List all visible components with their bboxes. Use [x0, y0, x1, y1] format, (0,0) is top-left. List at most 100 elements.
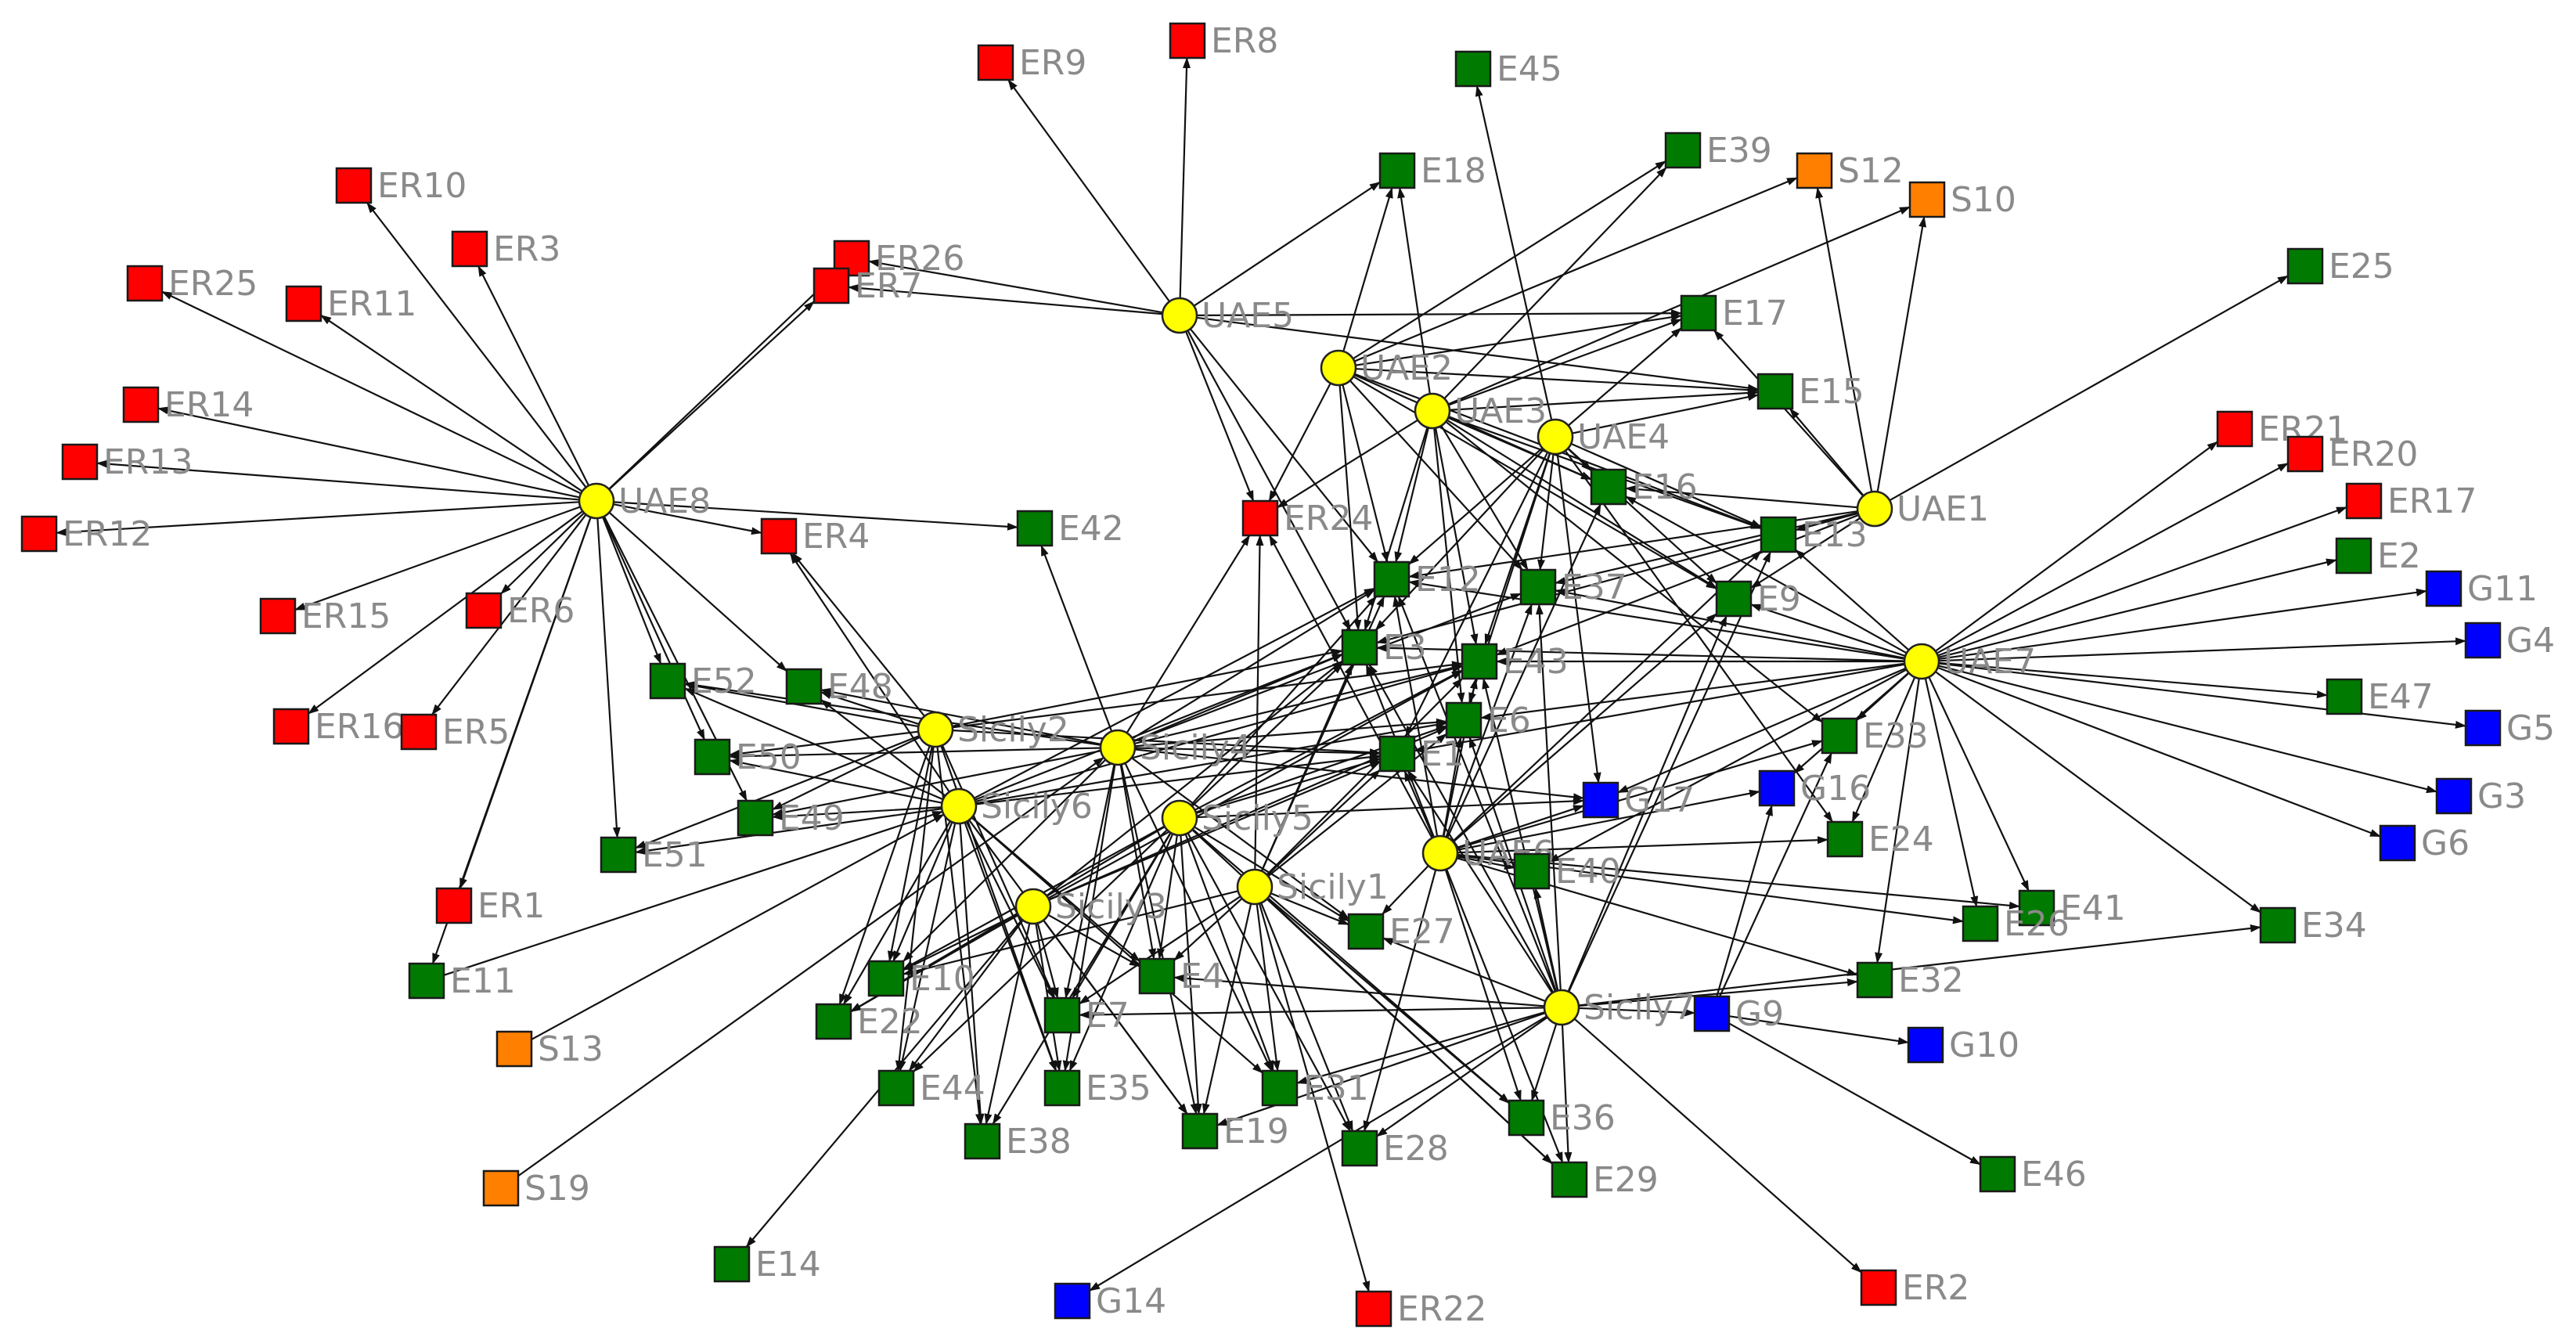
e-square-marker[interactable] — [1181, 1112, 1219, 1150]
node-S13[interactable]: S13 — [495, 1029, 603, 1069]
e-square-marker[interactable] — [1756, 373, 1794, 410]
er-square-marker[interactable] — [285, 285, 322, 322]
node-ER9[interactable]: ER9 — [977, 43, 1086, 83]
er-square-marker[interactable] — [122, 386, 160, 423]
node-E25[interactable]: E25 — [2286, 247, 2394, 286]
e-square-marker[interactable] — [1341, 1130, 1378, 1167]
er-square-marker[interactable] — [2286, 435, 2324, 473]
node-Sicily7[interactable]: Sicily7 — [1543, 988, 1695, 1028]
er-square-marker[interactable] — [451, 230, 488, 268]
e-square-marker[interactable] — [1856, 961, 1893, 999]
node-E33[interactable]: E33 — [1821, 716, 1929, 756]
node-E41[interactable]: E41 — [2018, 888, 2126, 928]
g-square-marker[interactable] — [2435, 777, 2473, 815]
e-square-marker[interactable] — [1347, 913, 1385, 950]
node-S12[interactable]: S12 — [1796, 151, 1904, 191]
hub-marker[interactable] — [1537, 418, 1574, 456]
node-E11[interactable]: E11 — [408, 961, 516, 1001]
node-E12[interactable]: E12 — [1373, 560, 1481, 600]
node-E28[interactable]: E28 — [1341, 1129, 1449, 1169]
node-G6[interactable]: G6 — [2379, 823, 2470, 863]
e-square-marker[interactable] — [1138, 957, 1176, 995]
e-square-marker[interactable] — [1043, 996, 1081, 1034]
e-square-marker[interactable] — [2018, 889, 2055, 927]
node-Sicily5[interactable]: Sicily5 — [1161, 798, 1313, 838]
node-E2[interactable]: E2 — [2335, 536, 2421, 576]
er-square-marker[interactable] — [259, 597, 297, 635]
hub-marker[interactable] — [1161, 297, 1198, 334]
hub-marker[interactable] — [1099, 729, 1137, 766]
node-G14[interactable]: G14 — [1054, 1281, 1166, 1321]
node-ER12[interactable]: ER12 — [20, 514, 152, 554]
e-square-marker[interactable] — [1680, 294, 1717, 332]
node-ER14[interactable]: ER14 — [122, 385, 254, 425]
node-E26[interactable]: E26 — [1962, 904, 2070, 944]
hub-marker[interactable] — [940, 787, 978, 825]
er-square-marker[interactable] — [1169, 22, 1206, 59]
node-ER4[interactable]: ER4 — [760, 517, 870, 557]
node-E6[interactable]: E6 — [1445, 701, 1531, 740]
er-square-marker[interactable] — [465, 592, 503, 629]
node-E19[interactable]: E19 — [1181, 1112, 1289, 1151]
node-E43[interactable]: E43 — [1461, 642, 1569, 682]
node-E29[interactable]: E29 — [1551, 1160, 1659, 1200]
e-square-marker[interactable] — [2259, 906, 2297, 944]
node-E39[interactable]: E39 — [1664, 131, 1772, 171]
g-square-marker[interactable] — [1054, 1282, 1091, 1320]
node-E44[interactable]: E44 — [877, 1068, 985, 1108]
node-G16[interactable]: G16 — [1758, 769, 1871, 809]
node-G9[interactable]: G9 — [1693, 994, 1784, 1034]
e-square-marker[interactable] — [1373, 560, 1410, 598]
node-ER24[interactable]: ER24 — [1241, 499, 1373, 539]
e-square-marker[interactable] — [877, 1069, 915, 1107]
hub-marker[interactable] — [917, 711, 954, 748]
node-G17[interactable]: G17 — [1582, 780, 1695, 820]
g-square-marker[interactable] — [2464, 622, 2502, 659]
node-G5[interactable]: G5 — [2464, 708, 2555, 748]
node-ER13[interactable]: ER13 — [61, 442, 193, 482]
node-E17[interactable]: E17 — [1680, 294, 1788, 333]
node-ER3[interactable]: ER3 — [451, 229, 560, 269]
hub-marker[interactable] — [1014, 888, 1052, 925]
node-G10[interactable]: G10 — [1907, 1025, 2019, 1065]
node-ER2[interactable]: ER2 — [1860, 1268, 1969, 1308]
e-square-marker[interactable] — [1378, 152, 1416, 189]
node-E35[interactable]: E35 — [1043, 1068, 1151, 1108]
node-E40[interactable]: E40 — [1513, 852, 1621, 892]
er-square-marker[interactable] — [126, 265, 164, 302]
e-square-marker[interactable] — [1454, 50, 1492, 88]
node-E34[interactable]: E34 — [2259, 906, 2367, 946]
e-square-marker[interactable] — [2286, 247, 2324, 285]
node-E7[interactable]: E7 — [1043, 996, 1129, 1036]
er-square-marker[interactable] — [20, 515, 58, 553]
e-square-marker[interactable] — [1261, 1069, 1299, 1107]
s-square-marker[interactable] — [482, 1169, 520, 1207]
node-UAE3[interactable]: UAE3 — [1414, 391, 1547, 431]
er-square-marker[interactable] — [1241, 499, 1279, 537]
hub-marker[interactable] — [1421, 834, 1459, 872]
node-ER20[interactable]: ER20 — [2286, 434, 2418, 474]
node-E50[interactable]: E50 — [694, 737, 802, 777]
node-E4[interactable]: E4 — [1138, 957, 1224, 996]
node-ER10[interactable]: ER10 — [335, 166, 467, 206]
node-G4[interactable]: G4 — [2464, 621, 2555, 661]
node-E1[interactable]: E1 — [1378, 734, 1465, 774]
node-E3[interactable]: E3 — [1341, 628, 1427, 668]
node-UAE1[interactable]: UAE1 — [1856, 489, 1989, 529]
node-E45[interactable]: E45 — [1454, 49, 1562, 89]
node-E47[interactable]: E47 — [2326, 677, 2434, 717]
node-E22[interactable]: E22 — [815, 1002, 923, 1042]
node-Sicily2[interactable]: Sicily2 — [917, 710, 1069, 750]
node-UAE7[interactable]: UAE7 — [1903, 642, 2036, 682]
g-square-marker[interactable] — [2425, 570, 2463, 607]
hub-marker[interactable] — [1236, 868, 1274, 906]
node-UAE8[interactable]: UAE8 — [578, 481, 711, 521]
node-E15[interactable]: E15 — [1756, 372, 1864, 412]
node-UAE4[interactable]: UAE4 — [1537, 417, 1670, 457]
e-square-marker[interactable] — [1341, 629, 1378, 666]
g-square-marker[interactable] — [1907, 1026, 1944, 1064]
node-ER17[interactable]: ER17 — [2345, 481, 2477, 521]
e-square-marker[interactable] — [1519, 568, 1557, 606]
g-square-marker[interactable] — [2379, 824, 2416, 862]
node-E9[interactable]: E9 — [1715, 579, 1801, 619]
